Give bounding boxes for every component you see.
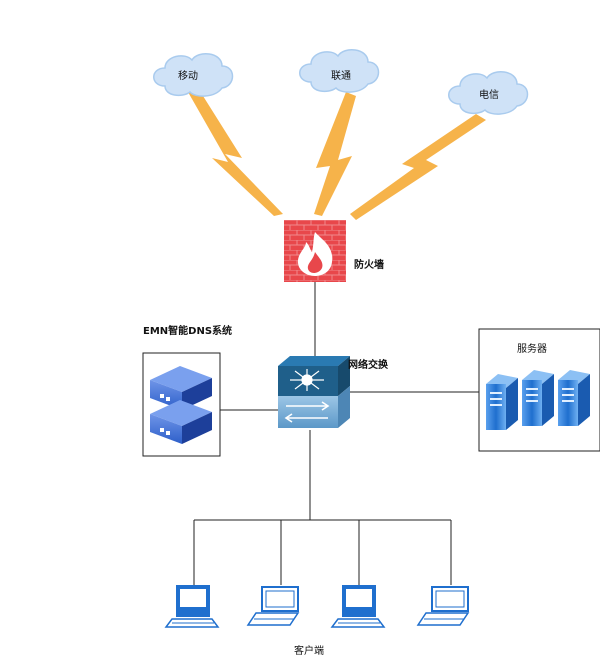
cloud-telecom-label: 电信 (479, 88, 499, 101)
lightning-telecom-icon (350, 114, 486, 220)
cloud-icon (448, 71, 529, 115)
dns-label: EMN智能DNS系统 (143, 324, 232, 337)
clients-label: 客户端 (294, 644, 324, 657)
cloud-unicom: 联通 (299, 49, 380, 93)
dns-frame (142, 352, 221, 457)
desktop-computer-icon (164, 585, 220, 628)
cloud-unicom-label: 联通 (331, 70, 351, 82)
dns-server-icon (150, 366, 212, 444)
desktop-computer-icon (330, 585, 386, 628)
servers: 服务器 (478, 328, 600, 452)
firewall: 防火墙 (284, 220, 384, 282)
server-rack-icon (486, 374, 518, 430)
servers-label: 服务器 (517, 342, 547, 355)
server-rack-icon (558, 370, 590, 426)
network-switch: 网络交换 (278, 356, 389, 428)
firewall-label: 防火墙 (354, 258, 384, 271)
lightning-mobile-icon (188, 88, 283, 216)
clients: 客户端 (164, 585, 470, 657)
cloud-mobile: 移动 (153, 53, 234, 97)
laptop-icon (416, 586, 470, 626)
servers-frame (478, 328, 600, 452)
switch-arrows-icon (284, 401, 330, 423)
cloud-telecom: 电信 (448, 71, 529, 115)
connections (193, 282, 479, 585)
dns-system: EMN智能DNS系统 (142, 324, 232, 457)
cloud-mobile-label: 移动 (178, 69, 198, 82)
switch-label: 网络交换 (348, 358, 389, 371)
lightning-unicom-icon (314, 92, 356, 216)
switch-hub-icon (290, 369, 324, 391)
server-rack-icon (522, 370, 554, 426)
lightning-bolts (188, 88, 486, 220)
cloud-icon (153, 53, 234, 97)
laptop-icon (246, 586, 300, 626)
cloud-icon (299, 49, 380, 93)
